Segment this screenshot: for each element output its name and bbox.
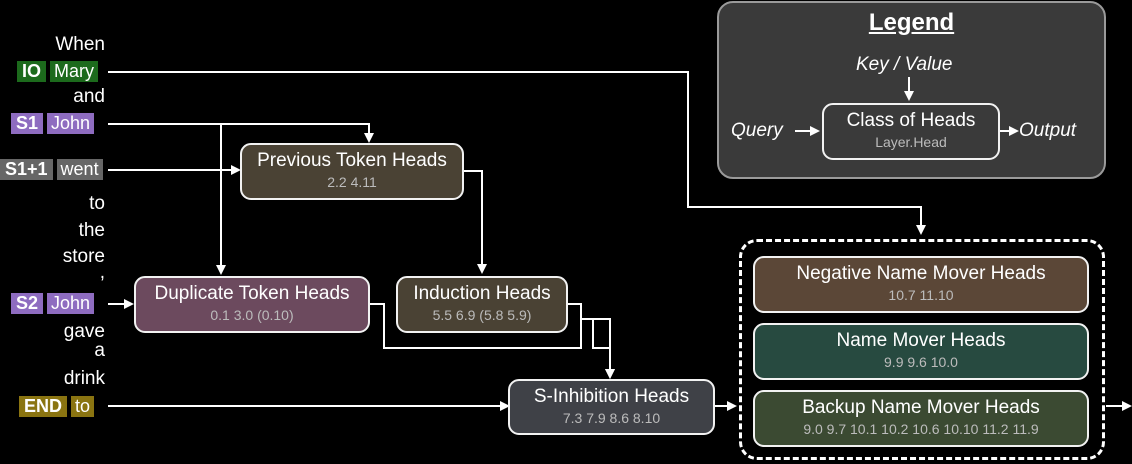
box-title: Negative Name Mover Heads — [796, 263, 1046, 284]
box-heads: 7.3 7.9 8.6 8.10 — [562, 410, 661, 426]
arrow-s1-to-prev-token — [108, 123, 374, 143]
word-and: and — [73, 86, 105, 107]
word-to: to — [89, 193, 105, 214]
arrow-induction-to-s-inhibition — [567, 303, 615, 379]
box-title: Duplicate Token Heads — [154, 283, 350, 304]
previous-token-heads-box: Previous Token Heads 2.2 4.11 — [240, 143, 464, 200]
box-title: Name Mover Heads — [836, 330, 1006, 351]
word-store: store — [62, 246, 105, 267]
name-mover-heads-box: Name Mover Heads 9.9 9.6 10.0 — [753, 323, 1089, 380]
legend-panel: Legend Key / Value Query Class of Heads … — [717, 1, 1106, 179]
box-title: Previous Token Heads — [257, 150, 447, 171]
legend-query: Query — [731, 120, 783, 141]
token-john-s2: John — [47, 293, 95, 314]
legend-title: Legend — [868, 9, 955, 36]
tag-s1p1: S1+1 — [0, 159, 53, 180]
token-end: END to — [19, 396, 95, 417]
legend-class-of-heads-box: Class of Heads Layer.Head — [822, 103, 1000, 160]
tag-s1: S1 — [11, 113, 44, 134]
token-to-end: to — [71, 396, 95, 417]
backup-name-mover-heads-box: Backup Name Mover Heads 9.0 9.7 10.1 10.… — [753, 390, 1089, 447]
word-gave: gave — [63, 321, 105, 342]
word-a: a — [94, 340, 105, 361]
negative-name-mover-heads-box: Negative Name Mover Heads 10.7 11.10 — [753, 256, 1089, 313]
name-mover-group — [739, 239, 1105, 460]
word-the: the — [78, 220, 105, 241]
box-heads: 5.5 6.9 (5.8 5.9) — [432, 307, 532, 323]
token-john-s1: John — [47, 113, 95, 134]
legend-arrows — [795, 77, 1019, 136]
token-s1: S1 John — [11, 113, 95, 134]
token-s1p1: S1+1 went — [0, 159, 103, 180]
token-went: went — [56, 159, 103, 180]
box-heads: 0.1 3.0 (0.10) — [210, 307, 294, 323]
duplicate-token-heads-box: Duplicate Token Heads 0.1 3.0 (0.10) — [134, 276, 370, 333]
box-heads: 10.7 11.10 — [888, 287, 954, 303]
box-title: S-Inhibition Heads — [533, 386, 690, 407]
tag-end: END — [19, 396, 68, 417]
token-mary: Mary — [50, 61, 99, 82]
legend-output: Output — [1019, 120, 1077, 141]
s-inhibition-heads-box: S-Inhibition Heads 7.3 7.9 8.6 8.10 — [508, 379, 715, 435]
arrow-prev-token-to-induction — [463, 170, 487, 274]
legend-layer-head: Layer.Head — [875, 134, 947, 150]
box-heads: 2.2 4.11 — [327, 174, 377, 190]
induction-heads-box: Induction Heads 5.5 6.9 (5.8 5.9) — [396, 276, 568, 333]
box-heads: 9.0 9.7 10.1 10.2 10.6 10.10 11.2 11.9 — [803, 421, 1039, 437]
box-title: Backup Name Mover Heads — [802, 397, 1040, 418]
word-drink: drink — [63, 368, 105, 389]
arrow-io-to-movers — [108, 71, 926, 235]
tag-io: IO — [17, 61, 47, 82]
box-heads: 9.9 9.6 10.0 — [884, 354, 958, 370]
legend-class-of-heads: Class of Heads — [846, 110, 976, 131]
word-when: When — [55, 34, 105, 55]
box-title: Induction Heads — [413, 283, 551, 304]
token-io: IO Mary — [17, 61, 99, 82]
tag-s2: S2 — [11, 293, 44, 314]
token-s2: S2 John — [11, 293, 95, 314]
word-comma: , — [99, 262, 105, 283]
legend-key-value: Key / Value — [856, 54, 953, 75]
